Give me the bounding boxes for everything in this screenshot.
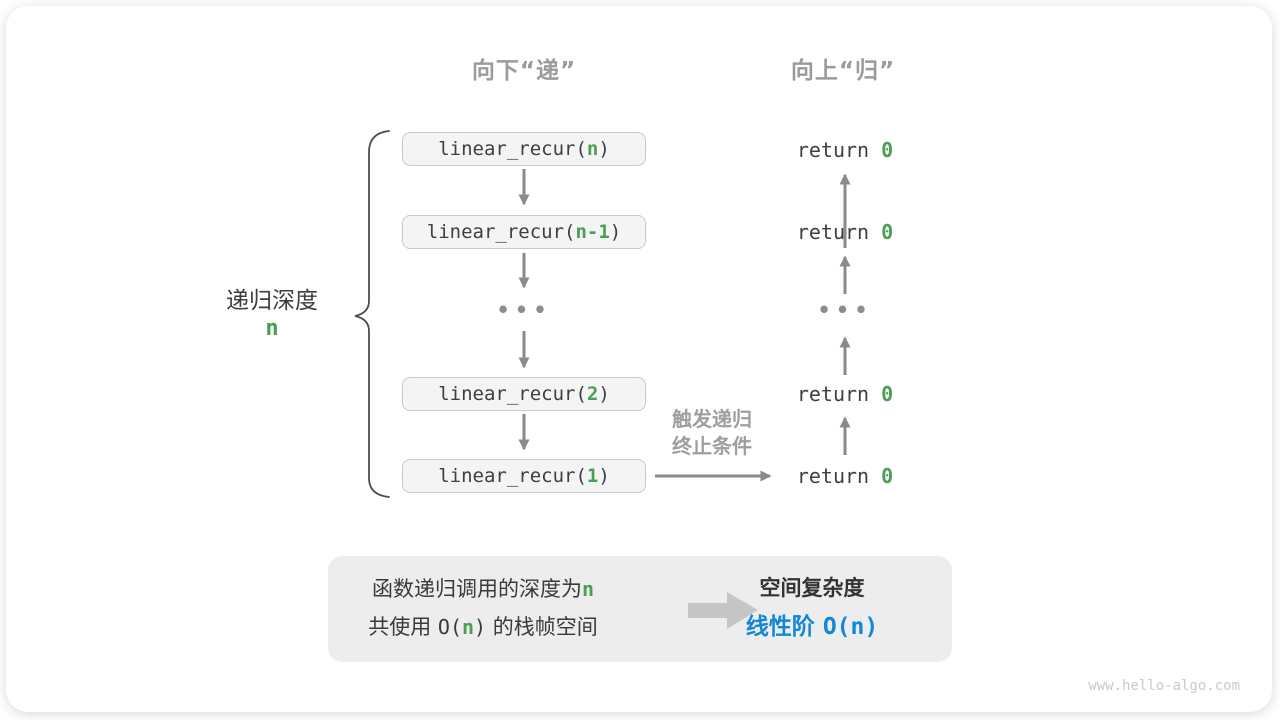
- summary-big-o-n: n: [462, 615, 475, 639]
- return-row-1: return 0: [765, 137, 925, 163]
- return-column-ellipsis: •••: [817, 298, 873, 322]
- call-box-2-close: ): [598, 383, 610, 405]
- call-box-n: linear_recur(n): [402, 132, 646, 166]
- call-stack-ellipsis: •••: [496, 298, 552, 322]
- space-complexity-title: 空间复杂度: [759, 576, 865, 600]
- linear-order-code: O(n): [822, 614, 879, 640]
- call-box-2-code: linear_recur(: [438, 383, 587, 405]
- summary-depth-value: n: [581, 577, 595, 601]
- summary-big-o-close: ): [474, 615, 487, 639]
- return-row-3: return 0: [765, 381, 925, 407]
- call-box-n-1-code: linear_recur(: [426, 221, 576, 243]
- summary-left-line1: 函数递归调用的深度为n: [338, 575, 628, 603]
- summary-stack-text-a: 共使用: [368, 615, 438, 639]
- recursion-depth-label: 递归深度: [226, 288, 318, 314]
- return-value: 0: [881, 220, 894, 244]
- header-return-up: 向上“归”: [790, 58, 896, 84]
- base-case-label-line2: 终止条件: [672, 434, 752, 458]
- return-keyword: return: [796, 220, 882, 244]
- return-value: 0: [881, 382, 894, 406]
- summary-depth-text: 函数递归调用的深度为: [371, 577, 582, 601]
- call-box-1-arg: 1: [586, 465, 599, 487]
- call-box-2-arg: 2: [586, 383, 599, 405]
- call-box-1-close: ): [598, 465, 610, 487]
- call-box-n-1-arg: n-1: [575, 221, 610, 243]
- call-box-n-arg: n: [586, 138, 599, 160]
- base-case-label: 触发递归 终止条件: [632, 406, 792, 460]
- return-row-2: return 0: [765, 219, 925, 245]
- recursion-depth-value: n: [265, 316, 279, 341]
- summary-big-o-open: O(: [437, 615, 462, 639]
- summary-panel: [328, 556, 952, 662]
- header-recurse-down: 向下“递”: [471, 58, 577, 84]
- call-box-n-close: ): [598, 138, 610, 160]
- return-value: 0: [881, 464, 894, 488]
- call-box-1-code: linear_recur(: [438, 465, 587, 487]
- base-case-label-line1: 触发递归: [672, 407, 752, 431]
- call-box-n-code: linear_recur(: [438, 138, 587, 160]
- return-keyword: return: [796, 138, 882, 162]
- return-value: 0: [881, 138, 894, 162]
- space-complexity-value: 线性阶 O(n): [722, 612, 902, 642]
- summary-stack-text-b: 的栈帧空间: [486, 615, 598, 639]
- return-row-4: return 0: [765, 463, 925, 489]
- summary-left-line2: 共使用 O(n) 的栈帧空间: [338, 613, 628, 641]
- call-box-2: linear_recur(2): [402, 377, 646, 411]
- watermark: www.hello-algo.com: [1088, 678, 1240, 694]
- call-box-n-1: linear_recur(n-1): [402, 215, 646, 249]
- linear-order-text: 线性阶: [745, 614, 823, 640]
- return-keyword: return: [796, 382, 882, 406]
- return-keyword: return: [796, 464, 882, 488]
- call-box-1: linear_recur(1): [402, 459, 646, 493]
- call-box-n-1-close: ): [609, 221, 622, 243]
